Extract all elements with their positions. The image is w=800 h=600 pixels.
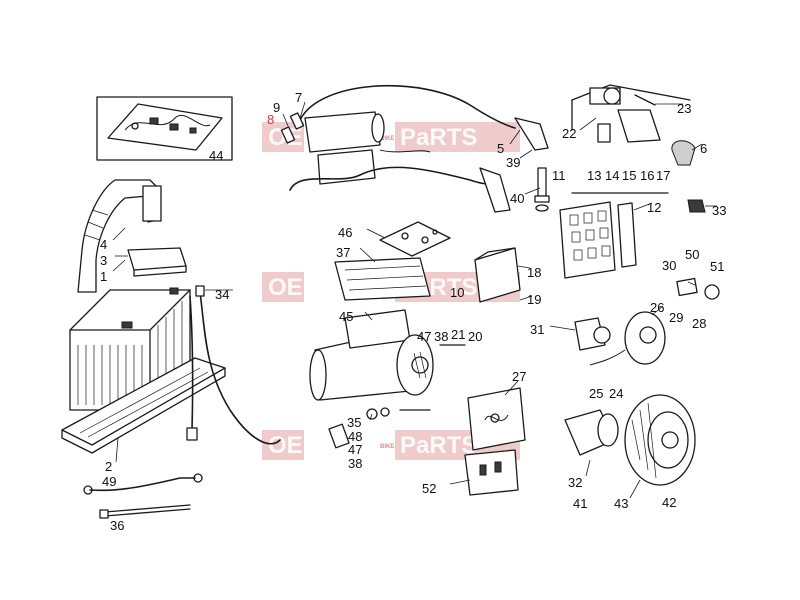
watermark-parts-label: PaRTS xyxy=(400,432,477,459)
callout-51: 51 xyxy=(710,259,724,274)
part-starter-small-parts xyxy=(328,344,466,449)
callout-47: 47 xyxy=(417,329,431,344)
callout-38: 38 xyxy=(348,456,362,471)
callout-31: 31 xyxy=(530,322,544,337)
callout-38-upper: 38 xyxy=(434,329,448,344)
callout-6: 6 xyxy=(700,141,707,156)
part-rotor xyxy=(564,409,619,456)
part-gasket xyxy=(379,221,451,257)
watermark-parts-label: PaRTS xyxy=(400,124,477,151)
part-starter-motor xyxy=(309,309,434,401)
part-stator-plate xyxy=(589,311,666,366)
callout-33: 33 xyxy=(712,203,726,218)
callout-14: 14 xyxy=(605,168,619,183)
callout-32: 32 xyxy=(568,475,582,490)
callout-48: 48 xyxy=(348,429,362,444)
part-battery-cable xyxy=(186,285,281,445)
callout-5: 5 xyxy=(497,141,504,156)
part-spark-plug xyxy=(534,167,550,212)
callout-50: 50 xyxy=(685,247,699,262)
part-cable-tie xyxy=(99,504,191,519)
leader-lines xyxy=(112,101,717,499)
callout-10: 10 xyxy=(450,285,464,300)
callout-20: 20 xyxy=(468,329,482,344)
callout-44: 44 xyxy=(209,148,223,163)
part-battery-pad xyxy=(127,247,187,277)
callout-28: 28 xyxy=(692,316,706,331)
part-ignition-switch xyxy=(571,84,691,143)
watermark-oem-label: OEM xyxy=(268,432,323,459)
watermark-bike-label: BIKE xyxy=(380,136,394,142)
callout-39: 39 xyxy=(506,155,520,170)
part-battery-strap xyxy=(77,179,162,293)
callout-7: 7 xyxy=(295,90,302,105)
callout-29: 29 xyxy=(669,310,683,325)
part-ignition-coils xyxy=(280,85,549,213)
callout-18: 18 xyxy=(527,265,541,280)
callout-21: 21 xyxy=(451,327,465,342)
part-battery-tray xyxy=(61,357,226,454)
callout-49: 49 xyxy=(102,474,116,489)
callout-16: 16 xyxy=(640,168,654,183)
part-sensor xyxy=(676,277,720,300)
callout-22: 22 xyxy=(562,126,576,141)
part-voltage-regulator xyxy=(474,247,521,303)
part-fuse-kit-bag xyxy=(467,387,526,451)
callout-12: 12 xyxy=(647,200,661,215)
callout-1: 1 xyxy=(100,269,107,284)
callout-45: 45 xyxy=(339,309,353,324)
callout-17: 17 xyxy=(656,168,670,183)
part-bulb-kit-bag xyxy=(464,449,519,496)
callout-40: 40 xyxy=(510,191,524,206)
part-wiring-kit-bag xyxy=(96,96,233,161)
part-fuse-box xyxy=(559,192,669,279)
callout-13: 13 xyxy=(587,168,601,183)
callout-46: 46 xyxy=(338,225,352,240)
callout-25: 25 xyxy=(589,386,603,401)
callout-4: 4 xyxy=(100,237,107,252)
callout-23: 23 xyxy=(677,101,691,116)
callout-8: 8 xyxy=(267,112,274,127)
callout-15: 15 xyxy=(622,168,636,183)
callout-41: 41 xyxy=(573,496,587,511)
watermark-oem-label: OEM xyxy=(268,274,323,301)
callout-11: 11 xyxy=(552,168,566,183)
part-connector xyxy=(687,199,706,213)
callout-42: 42 xyxy=(662,495,676,510)
callout-34: 34 xyxy=(215,287,229,302)
callout-35: 35 xyxy=(347,415,361,430)
callout-47-lower: 47 xyxy=(348,442,362,457)
callout-30: 30 xyxy=(662,258,676,273)
callout-43: 43 xyxy=(614,496,628,511)
callout-labels: 1 2 3 4 5 6 7 8 9 10 11 12 13 14 15 16 1… xyxy=(100,90,726,533)
callout-26: 26 xyxy=(650,300,664,315)
part-ground-cable xyxy=(83,473,203,495)
callout-2: 2 xyxy=(105,459,112,474)
callout-9: 9 xyxy=(273,100,280,115)
part-alternator xyxy=(624,394,696,486)
callout-3: 3 xyxy=(100,253,107,268)
callout-52: 52 xyxy=(422,481,436,496)
watermark-bike-label: BIKE xyxy=(380,444,394,450)
callout-27: 27 xyxy=(512,369,526,384)
callout-19: 19 xyxy=(527,292,541,307)
callout-37: 37 xyxy=(336,245,350,260)
part-rubber-cap xyxy=(671,140,696,166)
part-pickup-unit xyxy=(574,317,611,351)
part-relay-cover xyxy=(334,257,431,301)
callout-24: 24 xyxy=(609,386,623,401)
callout-36: 36 xyxy=(110,518,124,533)
